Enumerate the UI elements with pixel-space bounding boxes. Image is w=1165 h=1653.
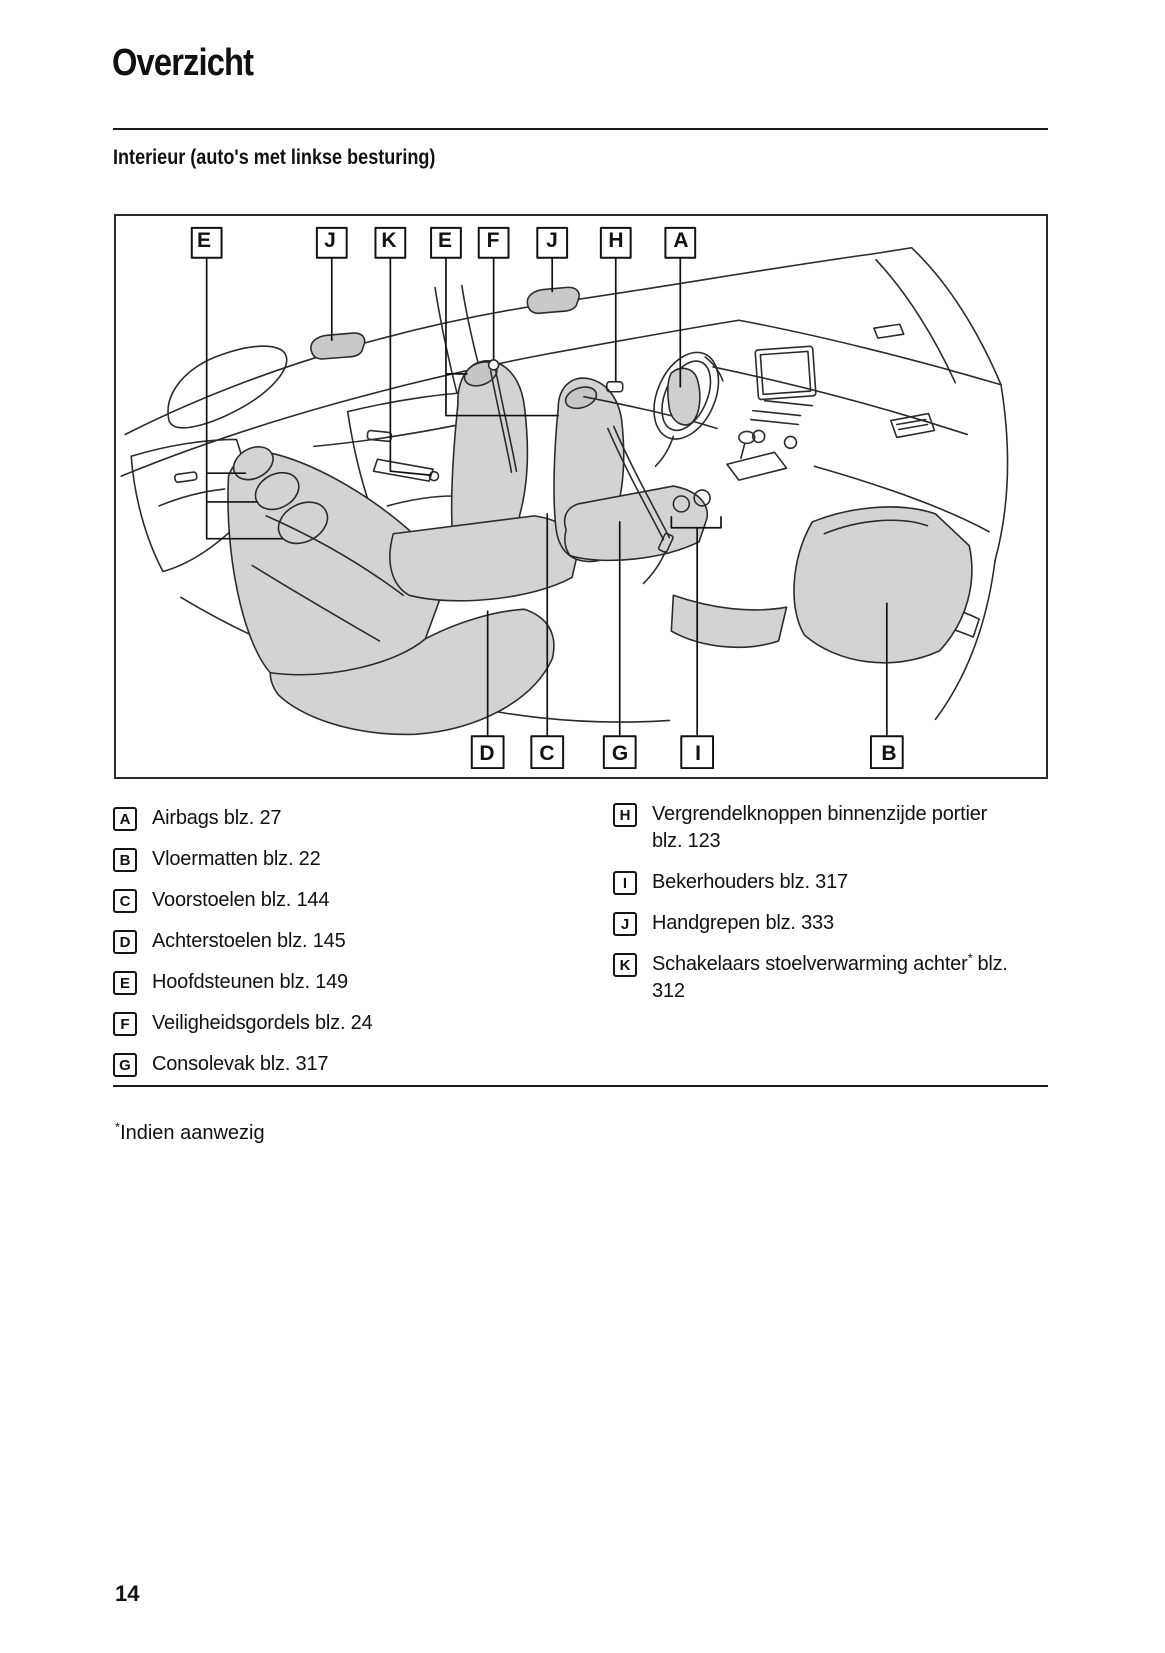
seatbelt-strap bbox=[489, 369, 518, 473]
air-vent bbox=[889, 412, 936, 439]
legend-item: G Consolevak blz. 317 bbox=[113, 1051, 583, 1078]
legend-text: Bekerhouders blz. 317 bbox=[652, 871, 848, 893]
seatbelt bbox=[607, 425, 674, 585]
rear-seat bbox=[227, 446, 555, 736]
legend-key: F bbox=[113, 1012, 137, 1036]
airbag-pad bbox=[666, 367, 701, 426]
grab-handle-rear bbox=[310, 332, 366, 360]
legend-item: A Airbags blz. 27 bbox=[113, 805, 583, 832]
seatbelt-guide bbox=[487, 359, 500, 371]
cup-holder bbox=[693, 489, 711, 507]
floor-mat bbox=[793, 506, 973, 664]
legend-item: J Handgrepen blz. 333 bbox=[613, 910, 1013, 937]
center-console bbox=[672, 430, 788, 513]
callout-label-G: G bbox=[611, 742, 629, 765]
page-title: Overzicht bbox=[112, 42, 254, 84]
steering-wheel bbox=[653, 351, 724, 468]
legend-item: C Voorstoelen blz. 144 bbox=[113, 887, 583, 914]
legend-key: G bbox=[113, 1053, 137, 1077]
legend-text: Vergrendelknoppen binnenzijde portier bl… bbox=[652, 803, 988, 852]
legend-key: C bbox=[113, 889, 137, 913]
grab-handle-front bbox=[526, 286, 580, 315]
callout-label-B: B bbox=[881, 742, 897, 765]
legend-item: D Achterstoelen blz. 145 bbox=[113, 928, 583, 955]
front-headrest bbox=[564, 386, 598, 410]
legend-key: A bbox=[113, 807, 137, 831]
legend-text: Veiligheidsgordels blz. 24 bbox=[152, 1012, 373, 1034]
dashboard bbox=[583, 319, 1009, 721]
legend-item: H Vergrendelknoppen binnenzijde portier … bbox=[613, 801, 1013, 855]
callout-label-K: K bbox=[381, 229, 397, 252]
interior-illustration bbox=[120, 226, 1009, 770]
callout-boxes bbox=[190, 226, 904, 770]
legend-right-column: H Vergrendelknoppen binnenzijde portier … bbox=[613, 801, 1013, 1019]
rear-headrest bbox=[277, 501, 329, 545]
seat-heating-switch bbox=[428, 470, 440, 482]
legend-key: B bbox=[113, 848, 137, 872]
legend-text: Handgrepen blz. 333 bbox=[652, 912, 834, 934]
legend-key: I bbox=[613, 871, 637, 895]
front-seat-left bbox=[389, 359, 579, 602]
legend-key: E bbox=[113, 971, 137, 995]
leader-lines bbox=[205, 256, 888, 738]
legend-key: K bbox=[613, 953, 637, 977]
legend-key: D bbox=[113, 930, 137, 954]
callout-label-C: C bbox=[539, 742, 555, 765]
legend-text: Achterstoelen blz. 145 bbox=[152, 930, 346, 952]
legend-text: Airbags blz. 27 bbox=[152, 807, 282, 829]
cup-holder bbox=[672, 495, 691, 513]
section-divider-bottom bbox=[113, 1085, 1048, 1087]
legend-text: Voorstoelen blz. 144 bbox=[152, 889, 330, 911]
legend-left-column: A Airbags blz. 27 B Vloermatten blz. 22 … bbox=[113, 805, 583, 1092]
callout-label-A: A bbox=[673, 229, 689, 252]
legend-item: F Veiligheidsgordels blz. 24 bbox=[113, 1010, 583, 1037]
callout-label-D: D bbox=[479, 742, 495, 765]
grab-handles bbox=[310, 286, 580, 360]
callout-label-E2: E bbox=[437, 229, 452, 252]
seatbelt-buckle bbox=[657, 532, 674, 554]
legend-item: B Vloermatten blz. 22 bbox=[113, 846, 583, 873]
callout-label-J1: J bbox=[324, 229, 336, 252]
legend-key: H bbox=[613, 803, 637, 827]
floor-mat bbox=[670, 594, 788, 649]
footnote-asterisk: * bbox=[115, 1119, 121, 1135]
legend-item: I Bekerhouders blz. 317 bbox=[613, 869, 1013, 896]
legend-text: Hoofdsteunen blz. 149 bbox=[152, 971, 348, 993]
callout-label-F: F bbox=[486, 229, 500, 252]
interior-diagram bbox=[114, 214, 1048, 779]
door-lock-knob bbox=[606, 381, 624, 393]
door-panel-rear-left bbox=[130, 438, 258, 573]
legend-key: J bbox=[613, 912, 637, 936]
legend-text: Vloermatten blz. 22 bbox=[152, 848, 321, 870]
shift-lever bbox=[738, 430, 756, 445]
floor-mats bbox=[670, 506, 973, 664]
page-number: 14 bbox=[115, 1581, 140, 1606]
legend-text: Consolevak blz. 317 bbox=[152, 1053, 329, 1075]
legend-text: Schakelaars stoelverwarming achter*blz. … bbox=[652, 950, 1008, 1002]
nav-screen bbox=[754, 345, 817, 401]
quarter-window bbox=[167, 345, 288, 429]
legend-item: K Schakelaars stoelverwarming achter*blz… bbox=[613, 951, 1013, 1005]
footnote-text: Indien aanwezig bbox=[120, 1122, 265, 1144]
section-divider-top bbox=[113, 128, 1048, 130]
callout-label-J2: J bbox=[546, 229, 558, 252]
callout-label-I: I bbox=[695, 742, 701, 765]
footnote: *Indien aanwezig bbox=[115, 1119, 265, 1145]
legend-item: E Hoofdsteunen blz. 149 bbox=[113, 969, 583, 996]
callout-label-H: H bbox=[608, 229, 624, 252]
callout-label-E1: E bbox=[196, 229, 211, 252]
section-subtitle: Interieur (auto's met linkse besturing) bbox=[113, 146, 436, 169]
